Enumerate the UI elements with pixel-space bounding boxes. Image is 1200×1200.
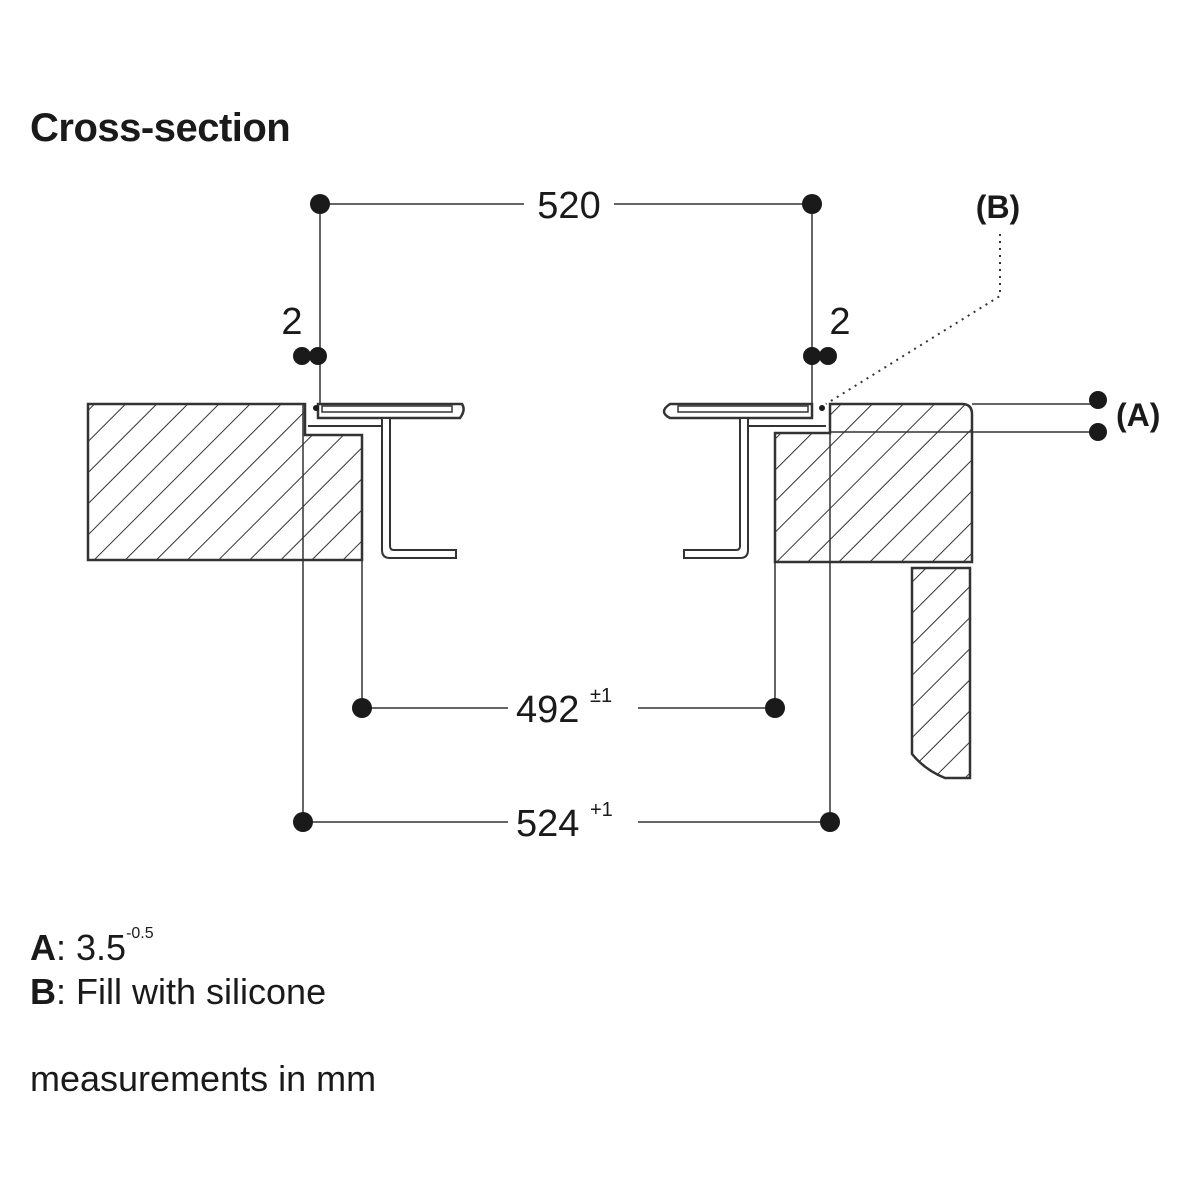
dimension-524-tolerance: +1 [590,799,613,821]
right-mounting-bracket [683,417,749,559]
dimension-gap-right-label: 2 [829,301,850,343]
dimension-524-label: 524 [516,803,579,845]
dimension-520-label: 520 [537,185,600,227]
dimension-520: 520 [310,185,822,404]
callout-b: (B) [825,189,1020,405]
silicone-joint-left [313,405,319,411]
legend-separator-a: : [56,927,67,968]
legend-text-b: Fill with silicone [76,971,327,1012]
dimension-gap-right: 2 [803,301,851,365]
silicone-joint-right [819,405,825,411]
left-mounting-bracket [381,417,457,559]
diagram-title: Cross-section [30,106,291,150]
left-hob-rim [316,402,465,420]
cabinet-side-panel [910,566,972,780]
dimension-gap-left-label: 2 [281,301,302,343]
dimension-524: 524 +1 [293,404,840,845]
callout-a-label: (A) [1116,397,1160,433]
legend-key-a: A [30,927,56,968]
dimension-492-label: 492 [516,689,579,731]
legend-row-a: A: 3.5-0.5 [30,912,326,970]
legend-text-a: 3.5 [76,927,127,968]
dimension-gap-left: 2 [281,301,327,365]
callout-b-label: (B) [976,189,1020,225]
legend-sup-a: -0.5 [126,925,154,942]
legend-row-b: B: Fill with silicone [30,970,326,1014]
left-hob-rim-inner [321,405,453,413]
callout-a: (A) [830,391,1160,441]
legend: A: 3.5-0.5 B: Fill with silicone [30,912,326,1014]
right-worktop [773,402,974,564]
left-worktop [86,402,364,562]
dimension-492-tolerance: ±1 [590,685,612,707]
legend-separator-b: : [56,971,67,1012]
right-hob-rim-inner [677,405,809,413]
dimension-492: 492 ±1 [352,560,785,731]
units-note: measurements in mm [30,1058,377,1099]
right-hob-rim [662,402,814,420]
legend-key-b: B [30,971,56,1012]
